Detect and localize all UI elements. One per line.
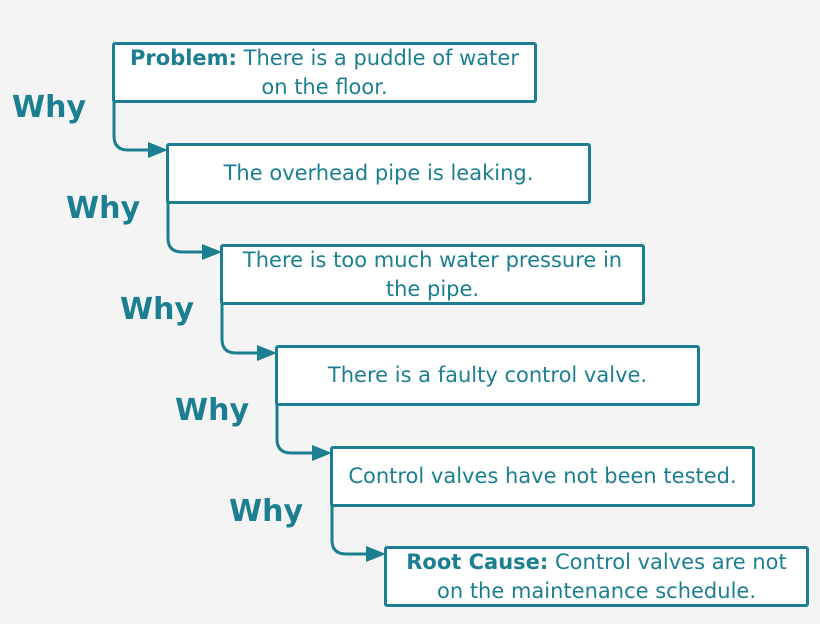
connector-4 <box>275 403 313 455</box>
problem-text: There is a puddle of water on the floor. <box>243 45 519 99</box>
root-cause-box: Root Cause: Control valves are not on th… <box>384 546 809 607</box>
arrowhead-5 <box>366 546 386 562</box>
connector-3 <box>220 302 258 355</box>
arrowhead-1 <box>148 142 168 158</box>
connector-2 <box>166 201 204 254</box>
why-step-3-text: There is a faulty control valve. <box>327 363 648 387</box>
why-step-2-box: There is too much water pressure in the … <box>220 244 645 305</box>
connector-5 <box>330 504 368 556</box>
why-label-4: Why <box>175 393 250 428</box>
why-label-3: Why <box>120 292 195 327</box>
why-label-5: Why <box>229 494 304 529</box>
why-step-1-text: The overhead pipe is leaking. <box>223 161 534 185</box>
why-step-4-box: Control valves have not been tested. <box>330 446 755 507</box>
problem-label: Problem: <box>130 45 237 70</box>
why-label-2: Why <box>66 191 141 226</box>
connector-1 <box>112 101 150 152</box>
why-step-3-box: There is a faulty control valve. <box>275 345 700 406</box>
problem-box: Problem: There is a puddle of water on t… <box>112 42 537 103</box>
root-cause-label: Root Cause: <box>406 549 549 574</box>
arrowhead-3 <box>257 345 277 361</box>
why-label-1: Why <box>12 90 87 125</box>
arrowhead-2 <box>202 244 222 260</box>
why-step-1-box: The overhead pipe is leaking. <box>166 143 591 204</box>
root-cause-text: Control valves are not on the maintenanc… <box>436 549 787 603</box>
arrowhead-4 <box>312 445 332 461</box>
why-step-2-text: There is too much water pressure in the … <box>242 247 623 301</box>
why-step-4-text: Control valves have not been tested. <box>348 464 737 488</box>
